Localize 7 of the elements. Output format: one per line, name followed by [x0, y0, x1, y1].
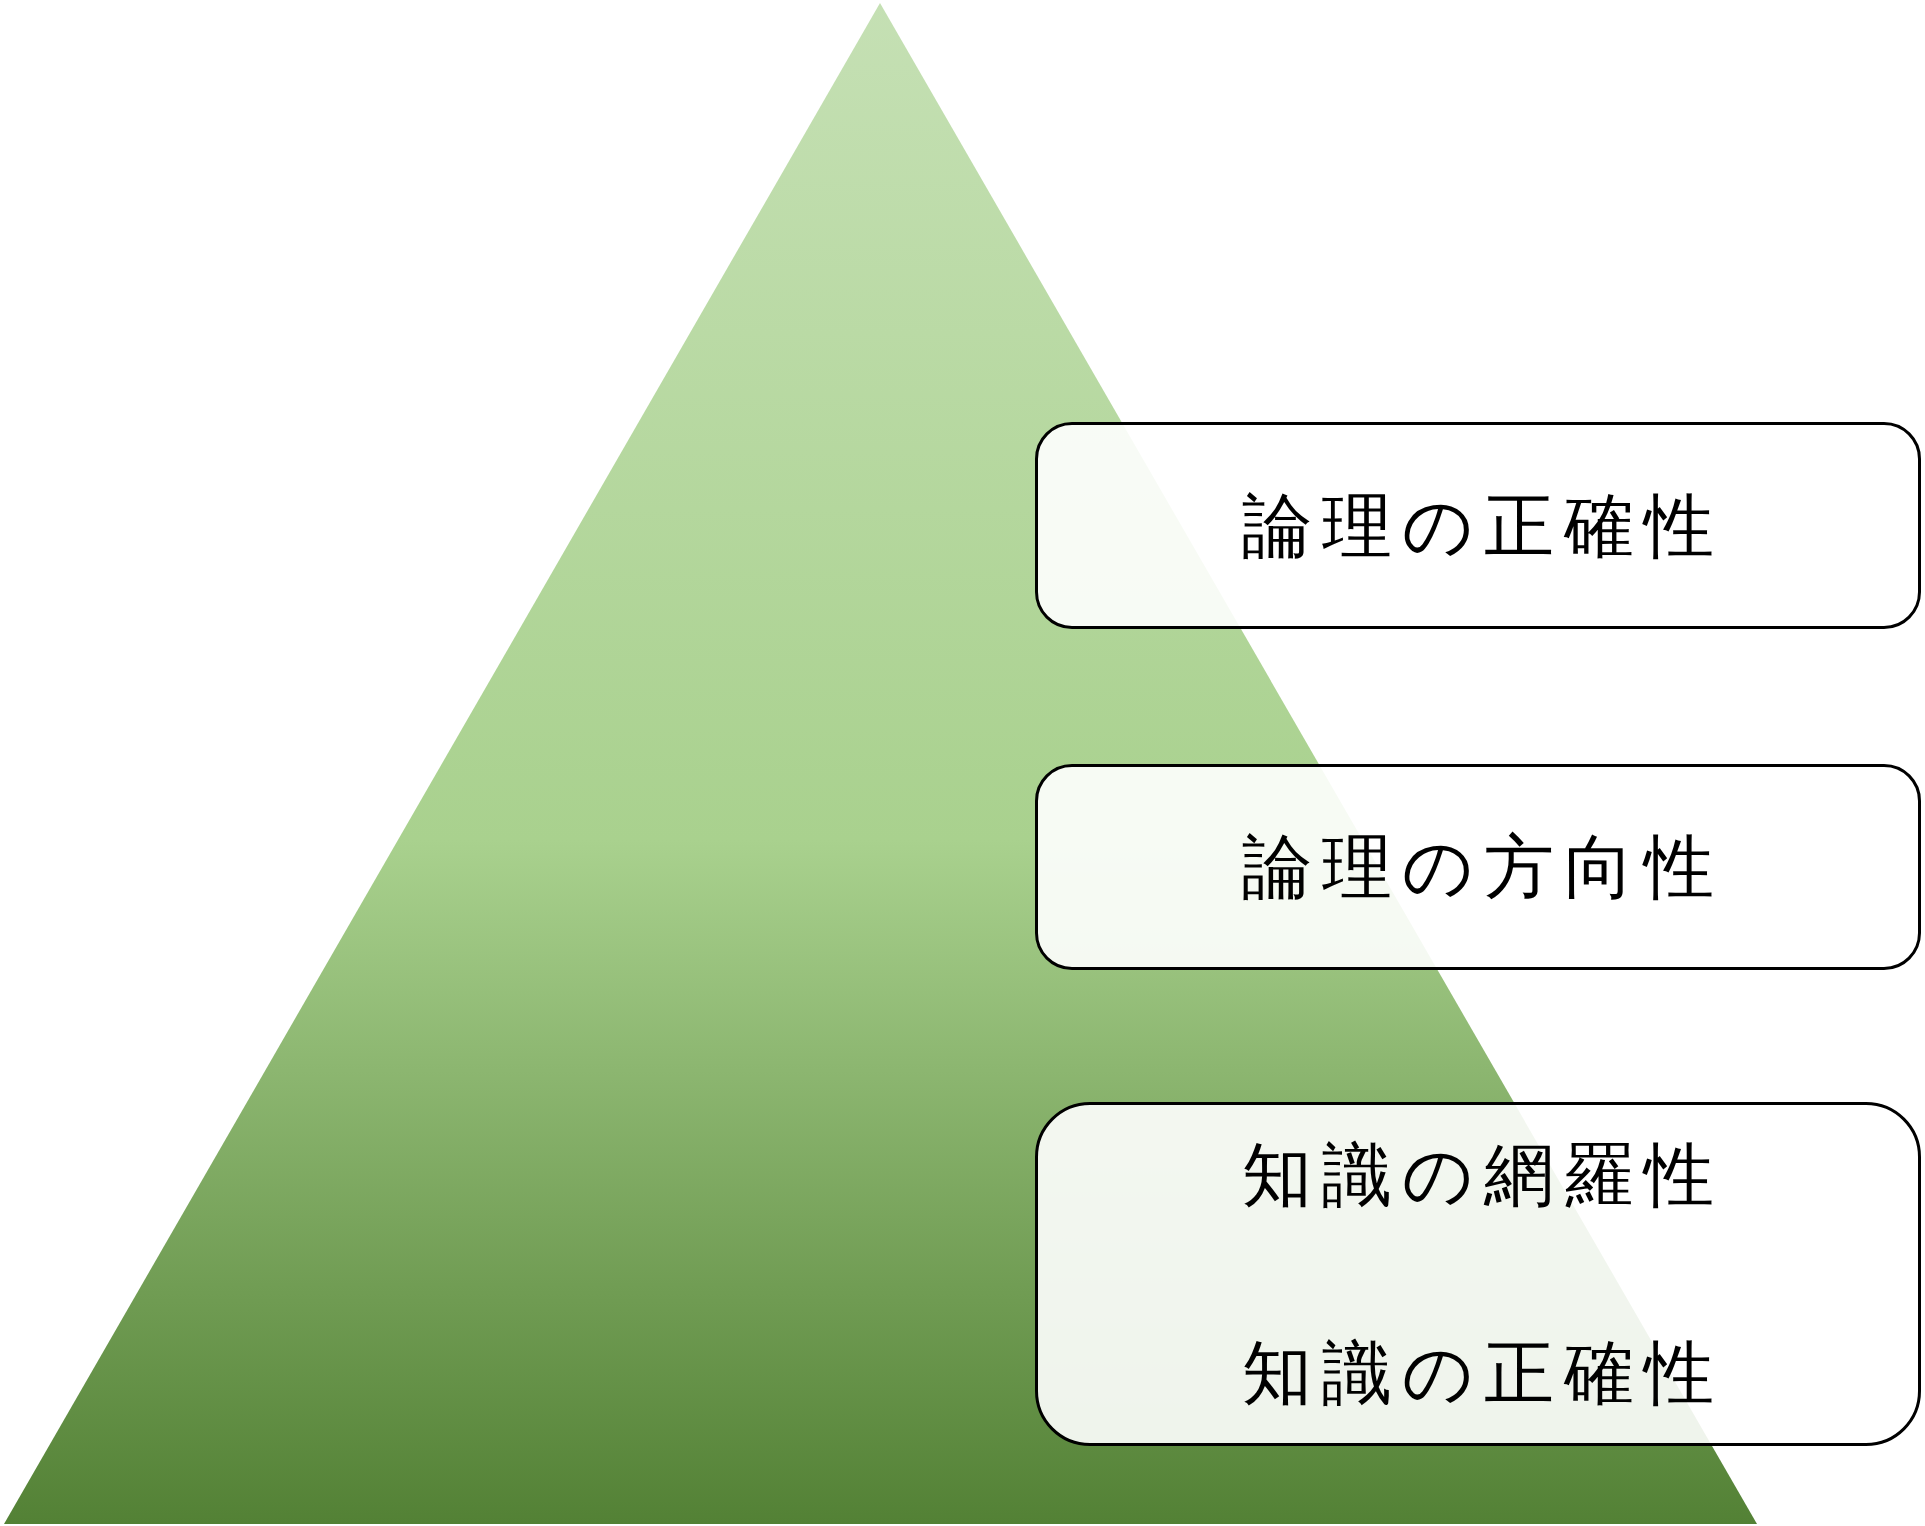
box-label: 知識の正確性	[1241, 1335, 1724, 1411]
box-label: 論理の正確性	[1241, 487, 1724, 564]
rounded-box	[1035, 422, 1921, 629]
box-label: 論理の方向性	[1241, 829, 1724, 905]
rounded-box	[1035, 764, 1921, 970]
rounded-box	[1035, 1102, 1921, 1446]
box-label: 知識の網羅性	[1241, 1137, 1724, 1213]
